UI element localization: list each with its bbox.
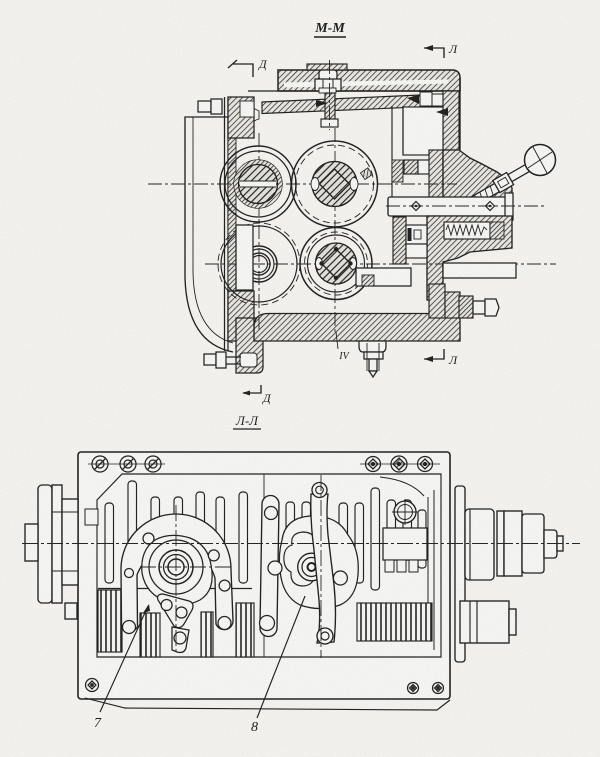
svg-text:М-М: М-М: [314, 21, 345, 36]
svg-text:Д: Д: [258, 57, 268, 71]
svg-text:8: 8: [251, 720, 258, 735]
svg-text:Л-Л: Л-Л: [235, 413, 259, 428]
svg-text:Л: Л: [448, 353, 458, 367]
svg-text:Л: Л: [448, 42, 458, 56]
svg-text:IV: IV: [338, 351, 350, 362]
svg-text:Д: Д: [262, 391, 272, 405]
svg-text:7: 7: [94, 716, 102, 731]
